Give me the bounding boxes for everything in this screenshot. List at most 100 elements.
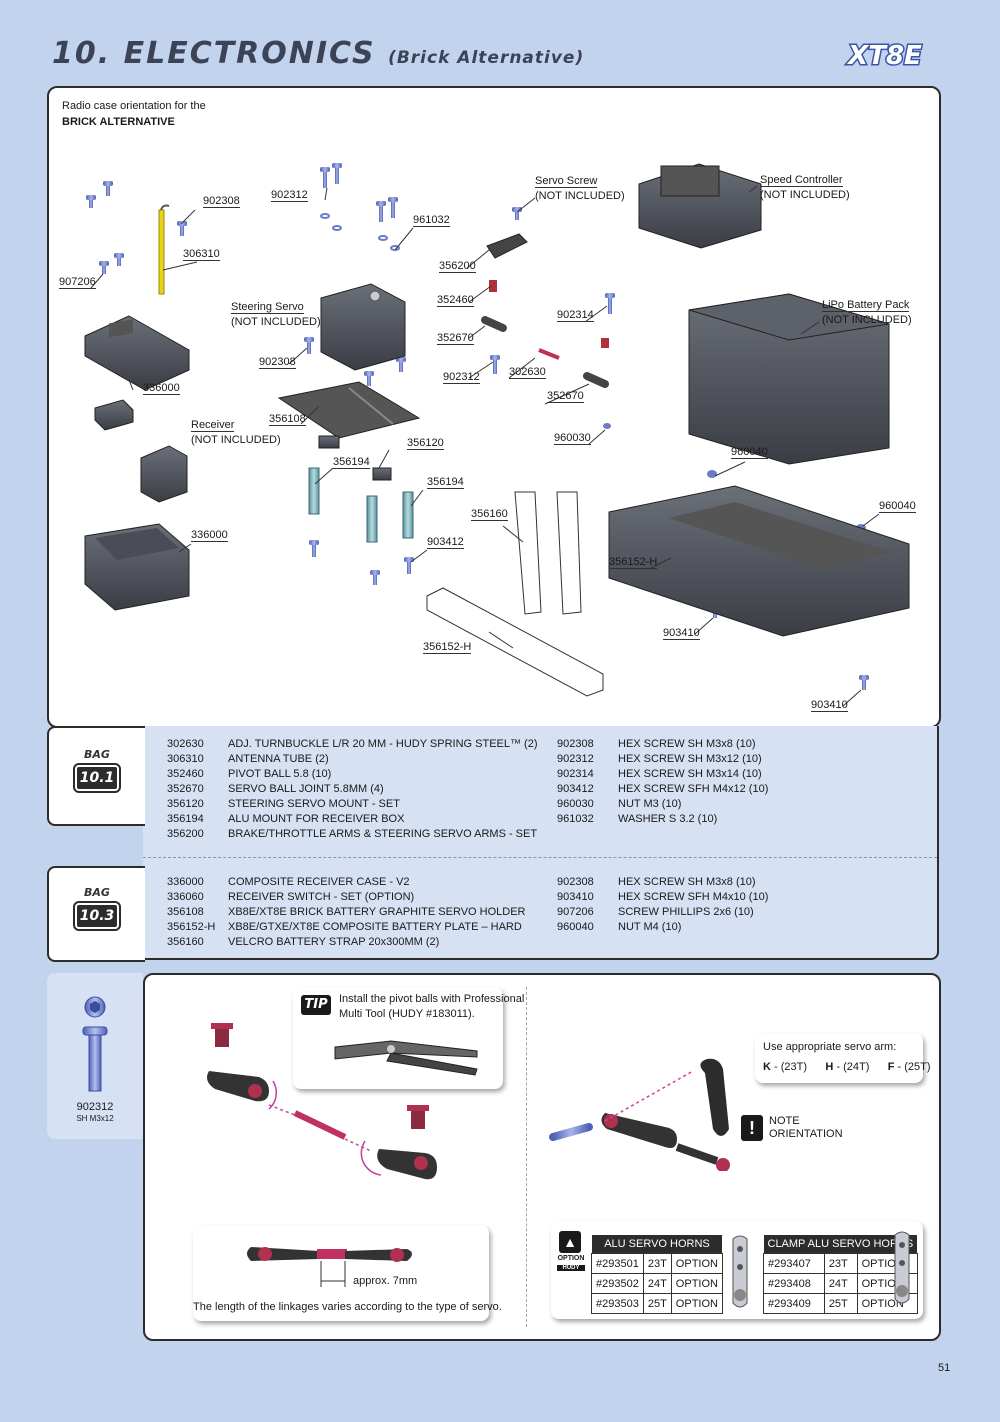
label-902308: 902308 — [203, 195, 240, 208]
part-code: 907206 — [557, 906, 594, 918]
orientation-brick: BRICK ALTERNATIVE — [62, 116, 175, 128]
multi-tool-icon — [334, 1040, 478, 1076]
part-code: 902308 — [557, 738, 594, 750]
part-desc: NUT M4 (10) — [618, 921, 682, 933]
label-903410: 903410 — [663, 627, 700, 640]
side-part-desc: SH M3x12 — [76, 1114, 114, 1123]
thumbs-up-icon: ▲ — [559, 1231, 581, 1253]
bag-number: 10.1 — [73, 763, 121, 793]
tip-divider — [526, 987, 527, 1327]
label-352460: 352460 — [437, 294, 474, 307]
label-902312-b: 902312 — [443, 371, 480, 384]
label-lipo-note: (NOT INCLUDED) — [822, 314, 912, 326]
label-302630: 302630 — [509, 366, 546, 379]
part-code: 336060 — [167, 891, 204, 903]
part-code: 306310 — [167, 753, 204, 765]
linkage-approx: approx. 7mm — [353, 1275, 418, 1287]
part-code: 356160 — [167, 936, 204, 948]
part-code: 960030 — [557, 798, 594, 810]
part-desc: SCREW PHILLIPS 2x6 (10) — [618, 906, 754, 918]
servo-holder — [277, 381, 421, 439]
receiver — [140, 445, 188, 503]
label-receiver: Receiver — [191, 419, 235, 432]
bag-10-3: BAG 10.3 — [47, 866, 145, 962]
part-code: 356194 — [167, 813, 204, 825]
note-label: NOTE — [769, 1115, 800, 1127]
linkage-illustration — [247, 1247, 412, 1287]
label-336000-b: 336000 — [191, 529, 228, 542]
part-code: 356108 — [167, 906, 204, 918]
label-speed-controller-note: (NOT INCLUDED) — [760, 189, 850, 201]
tip-line2: Multi Tool (HUDY #183011). — [339, 1008, 475, 1020]
servo-arm-heading: Use appropriate servo arm: — [763, 1041, 897, 1053]
label-receiver-note: (NOT INCLUDED) — [191, 434, 281, 446]
part-desc: HEX SCREW SFH M4x12 (10) — [618, 783, 769, 795]
label-speed-controller: Speed Controller — [760, 174, 843, 187]
bag-word: BAG — [84, 748, 110, 761]
label-961032: 961032 — [413, 214, 450, 227]
part-desc: PIVOT BALL 5.8 (10) — [228, 768, 332, 780]
linkage-assembly-illustration — [207, 1023, 437, 1180]
label-960030: 960030 — [554, 432, 591, 445]
velcro-strap — [514, 491, 542, 615]
exploded-diagram — [84, 163, 910, 707]
label-903412: 903412 — [427, 536, 464, 549]
arm-f-key: F — [887, 1061, 895, 1073]
exploded-diagram-panel: Radio case orientation for the BRICK ALT… — [47, 86, 941, 728]
label-356152h-b: 356152-H — [423, 641, 472, 654]
tip-panel: TIP Install the pivot balls with Profess… — [143, 973, 941, 1341]
tip-line1: Install the pivot balls with Professiona… — [339, 993, 525, 1005]
battery-plate — [608, 485, 910, 637]
label-steering-servo: Steering Servo — [231, 301, 304, 314]
arm-k-key: K — [763, 1061, 771, 1073]
part-code: 902314 — [557, 768, 594, 780]
orientation-note: Radio case orientation for the — [62, 100, 206, 112]
side-part-panel: 902312 SH M3x12 — [47, 973, 143, 1139]
part-desc: COMPOSITE RECEIVER CASE - V2 — [228, 876, 410, 888]
arm-h-key: H — [825, 1061, 834, 1073]
label-960040: 960040 — [731, 446, 768, 459]
part-code: 302630 — [167, 738, 204, 750]
part-desc: WASHER S 3.2 (10) — [618, 813, 718, 825]
part-code: 903412 — [557, 783, 594, 795]
clamp-horn-icon — [894, 1231, 910, 1304]
part-code: 356152-H — [167, 921, 216, 933]
part-code: 961032 — [557, 813, 594, 825]
part-code: 352460 — [167, 768, 204, 780]
part-desc: ANTENNA TUBE (2) — [228, 753, 329, 765]
part-desc: HEX SCREW SH M3x8 (10) — [618, 876, 756, 888]
steering-servo — [320, 283, 406, 371]
part-code: 336000 — [167, 876, 204, 888]
bag-10-1: BAG 10.1 — [47, 726, 145, 826]
bag-divider — [143, 857, 937, 858]
hex-screw-icon — [82, 996, 108, 1092]
alu-mount — [308, 467, 320, 515]
label-356194: 356194 — [333, 456, 370, 469]
arm-h-val: - (24T) — [833, 1061, 870, 1073]
label-902308-b: 902308 — [259, 356, 296, 369]
arm-k-val: - (23T) — [770, 1061, 808, 1073]
washer-icons — [320, 213, 400, 251]
linkage-card: approx. 7mm The length of the linkages v… — [193, 1225, 502, 1321]
title-text: 10. ELECTRONICS — [52, 36, 376, 71]
label-907206: 907206 — [59, 276, 96, 289]
label-960040-b: 960040 — [879, 500, 916, 513]
part-desc: RECEIVER SWITCH - SET (OPTION) — [228, 891, 415, 903]
label-steering-servo-note: (NOT INCLUDED) — [231, 316, 321, 328]
option-label: OPTION — [557, 1255, 585, 1262]
label-356152h: 356152-H — [609, 556, 658, 569]
alu-table-title: ALU SERVO HORNS — [591, 1235, 723, 1254]
leader-lines — [90, 185, 880, 707]
label-306310: 306310 — [183, 248, 220, 261]
label-356194-b: 356194 — [427, 476, 464, 489]
part-desc: HEX SCREW SH M3x14 (10) — [618, 768, 762, 780]
parts-list — [143, 726, 939, 960]
part-code: 356200 — [167, 828, 204, 840]
part-code: 960040 — [557, 921, 594, 933]
label-902312: 902312 — [271, 189, 308, 202]
label-356120: 356120 — [407, 437, 444, 450]
